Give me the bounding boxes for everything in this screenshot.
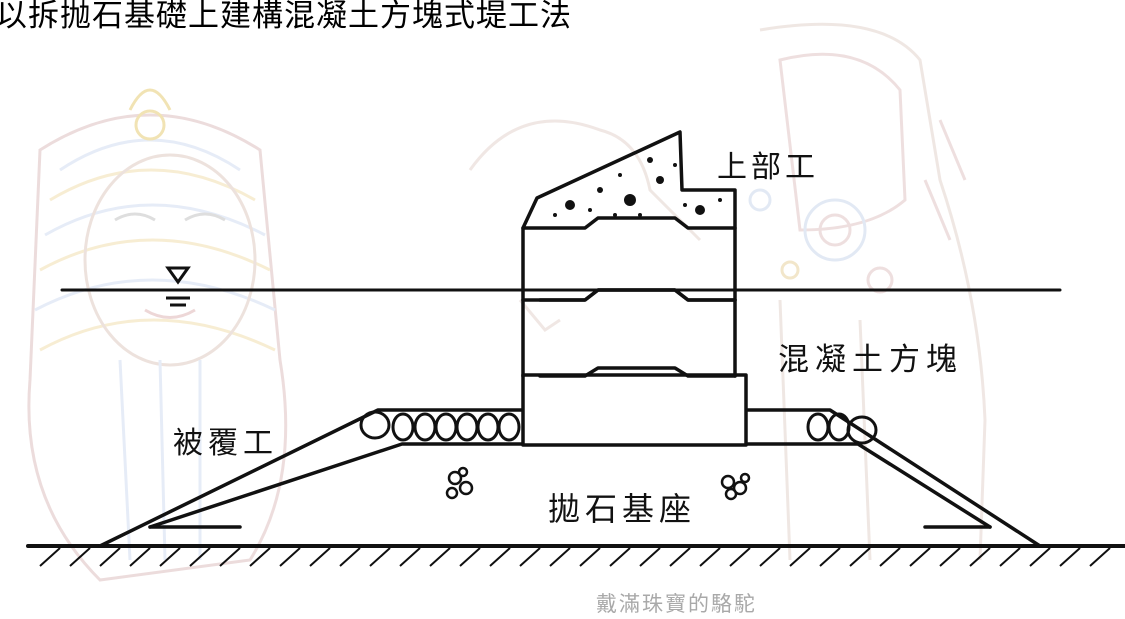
concrete-block-bottom [521,373,748,447]
camel-illustration [468,22,987,561]
concrete-block-middle [521,288,737,378]
block-joint-lower [538,366,737,378]
superstructure-outline [521,130,737,230]
label-superstructure: 上部工 [717,150,819,185]
label-concrete-block: 混凝土方塊 [778,342,963,378]
watermark-text: 戴滿珠寶的駱駝 [596,592,757,616]
block-joint-upper [538,288,737,302]
label-armor-layer: 被覆工 [173,426,278,461]
water-level-triangle-icon [165,266,191,307]
rubble-mound-outline [98,408,1042,548]
armor-units-left [359,410,521,442]
concrete-block-top [521,216,737,302]
armor-units-right [806,412,878,445]
pharaoh-illustration [27,88,288,582]
figure-title: 以拆抛石基礎上建構混凝土方塊式堤工法 [0,0,572,34]
rubble-stones [445,466,751,501]
seabed-hatch [39,547,1111,567]
label-rubble-mound: 拋石基座 [548,490,697,528]
superstructure-texture [553,157,722,217]
